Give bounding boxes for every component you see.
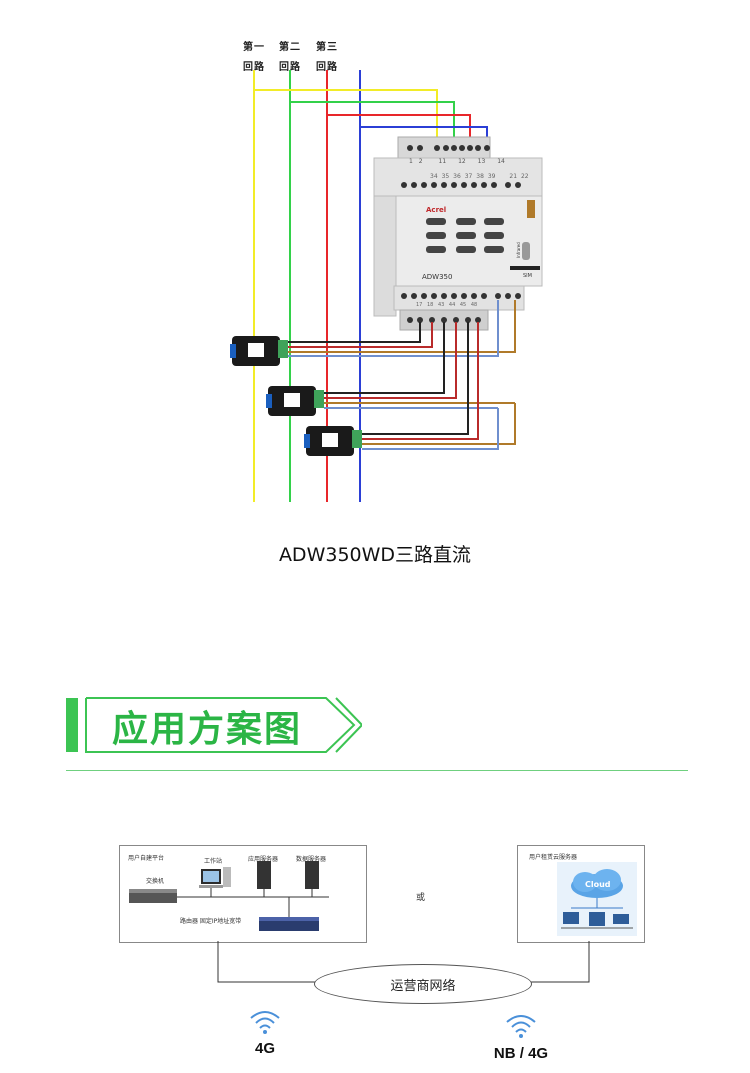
section-title: 应用方案图	[112, 709, 303, 750]
cloud-label: Cloud	[585, 880, 611, 889]
circuit-1-label: 第一 回路	[234, 38, 274, 73]
cloud-icon	[571, 869, 623, 898]
operator-network-label: 运营商网络	[390, 979, 456, 994]
branch-yellow	[254, 89, 438, 150]
device-infrared-label: Infrared	[516, 242, 521, 258]
wiring-svg: 1 2 11 12 13 14 34 35 36 37 38 39 21 22 …	[230, 70, 543, 502]
branch-green	[290, 101, 455, 150]
client-laptop-icon	[613, 914, 629, 924]
cloud-graphics	[557, 862, 637, 936]
router-label: 路由器 固定IP地址宽带	[180, 918, 242, 925]
or-label: 或	[416, 893, 426, 903]
router-icon	[259, 917, 319, 931]
diagram-caption: ADW350WD三路直流	[278, 544, 472, 566]
workstation-label: 工作站	[204, 858, 223, 865]
device-brand: Acrel	[426, 206, 446, 214]
device-sim-label: SIM	[523, 273, 532, 279]
ct-sensor-1	[230, 336, 288, 366]
ct-sensor-2	[266, 386, 324, 416]
circuit-2-label: 第二 回路	[270, 38, 310, 73]
switch-icon	[129, 889, 177, 903]
circuit-3-label-line2: 回路	[316, 62, 338, 73]
client-tablet-icon	[589, 912, 605, 926]
terminal-row2: 34 35 36 37 38 39 21 22	[430, 173, 529, 180]
circuit-2-label-line2: 回路	[279, 62, 301, 73]
ct-sensor-3	[304, 426, 362, 456]
signal-label-nb-4g: NB / 4G	[493, 1045, 549, 1062]
section-divider	[66, 770, 688, 771]
wifi-icon	[250, 1011, 280, 1034]
client-monitor-icon	[563, 912, 579, 924]
workstation-icon	[199, 867, 231, 888]
section-accent-bar	[66, 698, 78, 752]
user-platform-title: 用户自建平台	[128, 855, 165, 862]
operator-network-ellipse	[314, 964, 532, 1004]
signal-label-4g: 4G	[254, 1040, 275, 1057]
db-server-icon	[305, 861, 319, 889]
section-frame	[85, 697, 362, 753]
wifi-icon	[506, 1015, 536, 1038]
cloud-server-title: 用户租赁云服务器	[529, 854, 578, 861]
circuit-3-label-line1: 第三	[316, 42, 338, 53]
app-server-icon	[257, 861, 271, 889]
circuit-1-label-line2: 回路	[243, 62, 265, 73]
circuit-2-label-line1: 第二	[279, 42, 301, 53]
db-server-label: 数据服务器	[296, 856, 327, 863]
circuit-1-label-line1: 第一	[243, 42, 265, 53]
app-server-label: 应用服务器	[248, 856, 279, 863]
terminal-bottom-row: 17 18 43 44 45 48	[416, 302, 477, 308]
circuit-3-label: 第三 回路	[307, 38, 347, 73]
adw350-device	[373, 136, 543, 331]
device-model: ADW350	[422, 273, 452, 281]
left-box-graphics	[129, 861, 329, 931]
terminal-row1: 1 2 11 12 13 14	[409, 158, 505, 165]
switch-label: 交换机	[146, 878, 165, 885]
